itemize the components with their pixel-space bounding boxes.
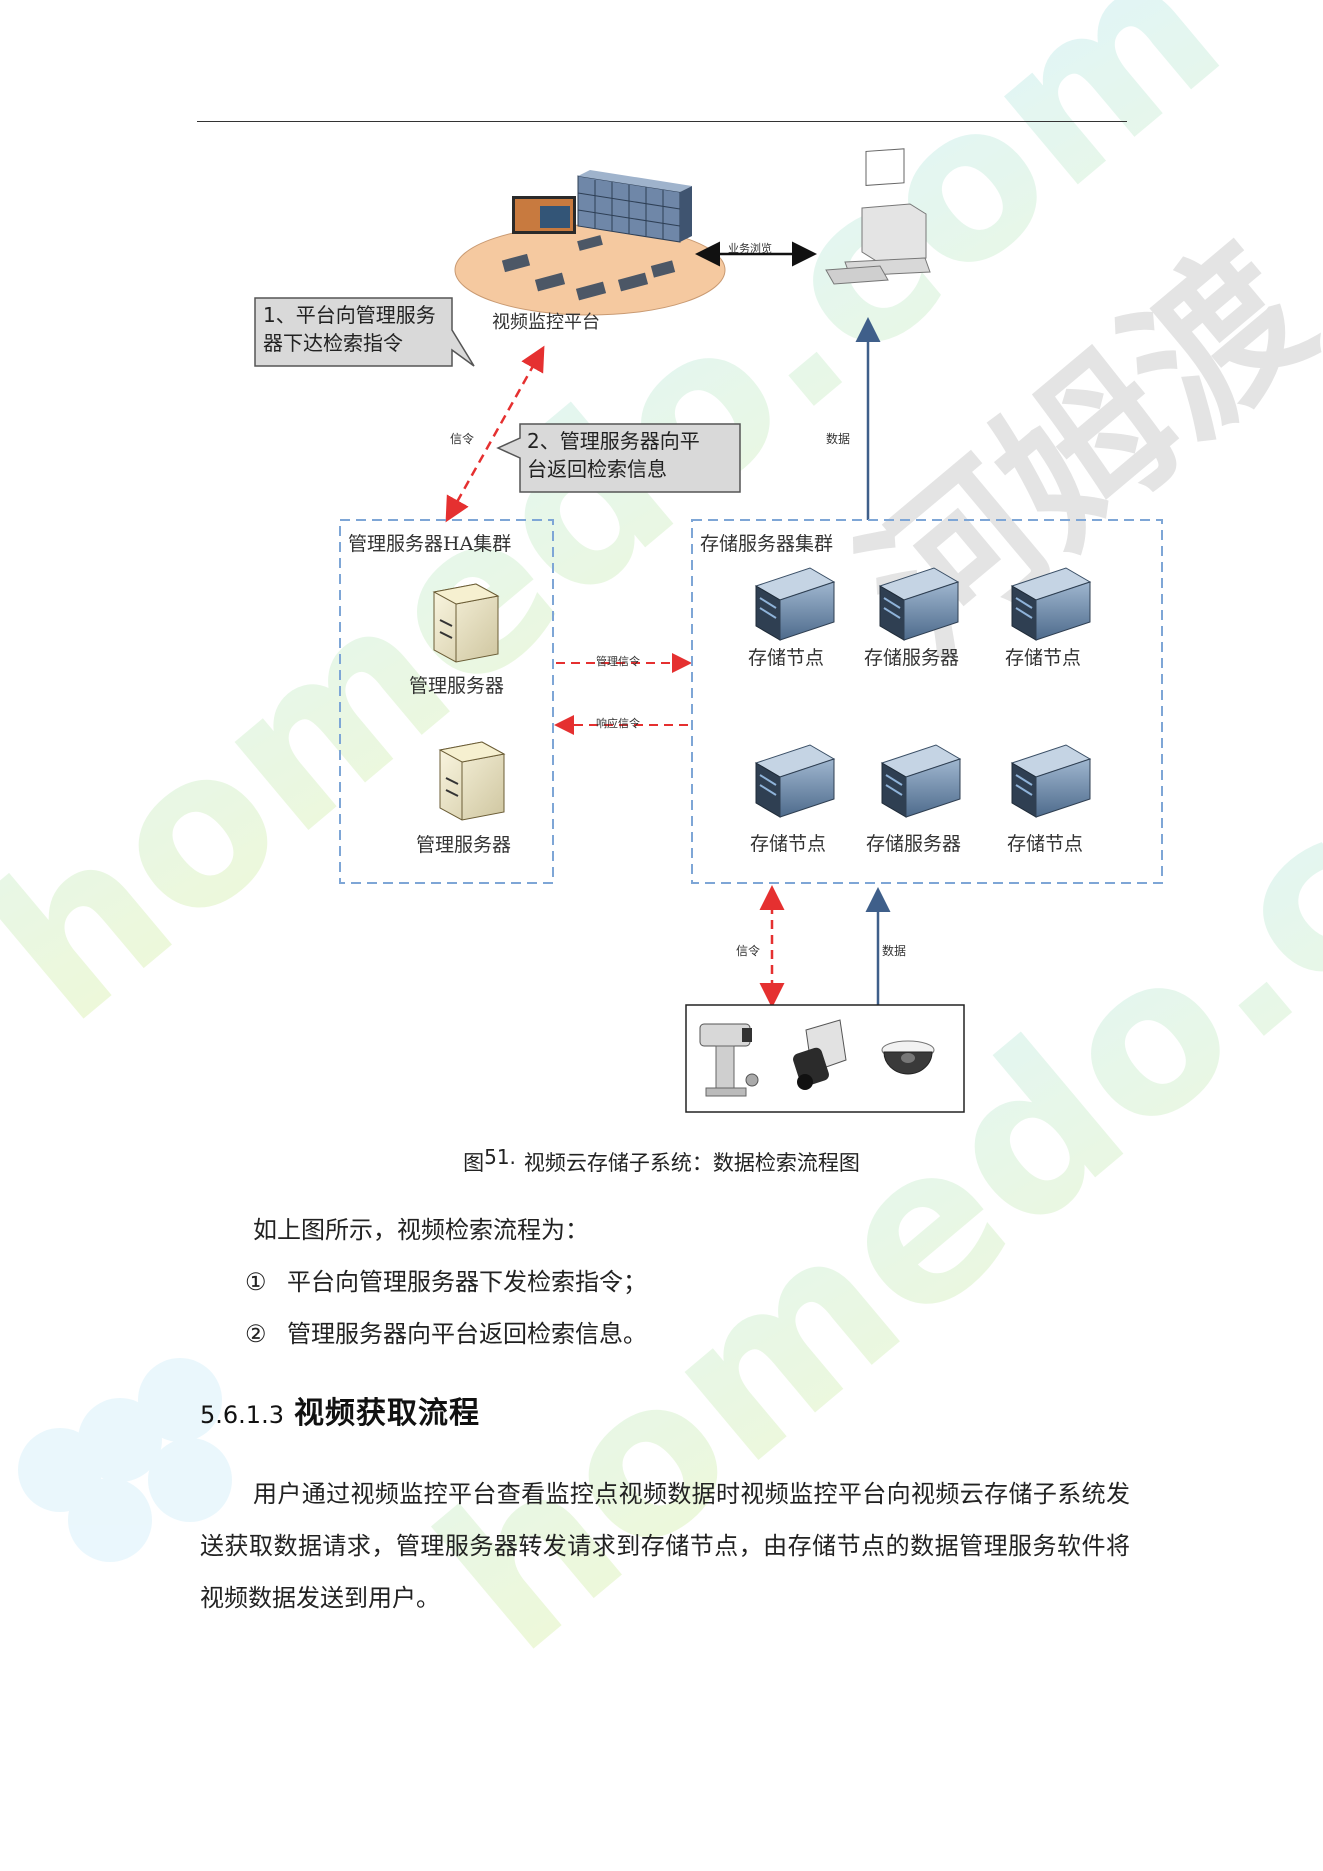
section-number: 5.6.1.3 <box>200 1401 284 1429</box>
video-platform-icon <box>454 170 726 316</box>
business-browse-label: 业务浏览 <box>728 241 772 255</box>
camera-signal-label: 信令 <box>736 943 760 958</box>
list-item: ② 管理服务器向平台返回检索信息。 <box>245 1314 647 1349</box>
list-marker: ② <box>245 1320 267 1348</box>
mgmt-server-label-1: 管理服务器 <box>409 675 504 697</box>
storage-rack-icon <box>1010 744 1092 818</box>
mgmt-server-label-2: 管理服务器 <box>416 834 511 856</box>
callout-1-line-2: 器下达检索指令 <box>263 331 403 355</box>
callout-2: 2、管理服务器向平 台返回检索信息 <box>496 423 741 493</box>
storage-label-r2-3: 存储节点 <box>1007 833 1083 855</box>
platform-signal-arrow <box>445 345 545 523</box>
list-marker: ① <box>245 1268 267 1296</box>
figure-caption: 图51. 视频云存储子系统：数据检索流程图 <box>0 1145 1323 1177</box>
video-wall-icon <box>577 170 692 243</box>
ptz-camera-icon <box>699 1023 759 1097</box>
caption-number: 51. <box>484 1145 516 1169</box>
platform-label: 视频监控平台 <box>492 312 600 333</box>
storage-label-r1-3: 存储节点 <box>1005 647 1081 669</box>
list-item-text: 平台向管理服务器下发检索指令； <box>287 1268 647 1296</box>
mgmt-signal-label: 管理信令 <box>596 654 640 668</box>
storage-rack-icon <box>754 744 836 818</box>
dome-camera-icon <box>881 1040 935 1075</box>
caption-prefix: 图 <box>463 1151 485 1175</box>
list-item: ① 平台向管理服务器下发检索指令； <box>245 1262 647 1297</box>
callout-1-line-1: 1、平台向管理服务 <box>263 303 436 327</box>
page-header-rule <box>197 121 1127 122</box>
section-title: 视频获取流程 <box>293 1396 480 1431</box>
platform-signal-label: 信令 <box>450 431 474 446</box>
callout-1: 1、平台向管理服务 器下达检索指令 <box>254 297 475 367</box>
storage-label-r1-2: 存储服务器 <box>864 647 959 669</box>
storage-label-r2-2: 存储服务器 <box>866 833 961 855</box>
list-item-text: 管理服务器向平台返回检索信息。 <box>287 1320 647 1348</box>
box-camera-icon <box>793 1019 847 1090</box>
mgmt-cluster-title: 管理服务器HA集群 <box>348 533 511 555</box>
section-heading: 5.6.1.3 视频获取流程 <box>200 1388 480 1432</box>
monitor-screen-icon <box>512 196 576 234</box>
data-retrieval-flow-diagram: 视频监控平台 业务浏览 数据 1、平台向管理服务 器下达检索指令 2、管理服务器… <box>254 148 1163 1113</box>
callout-2-line-1: 2、管理服务器向平 <box>527 429 700 453</box>
storage-cluster-title: 存储服务器集群 <box>700 533 833 555</box>
camera-data-label: 数据 <box>882 943 906 958</box>
intro-text: 如上图所示，视频检索流程为： <box>253 1216 589 1244</box>
storage-rack-icon <box>880 744 962 818</box>
mgmt-cluster-box <box>339 519 554 884</box>
server-icon <box>432 583 500 663</box>
computer-icon <box>825 148 931 285</box>
server-icon <box>438 741 506 821</box>
storage-label-r2-1: 存储节点 <box>750 833 826 855</box>
body-paragraph: 用户通过视频监控平台查看监控点视频数据时视频监控平台向视频云存储子系统发送获取数… <box>200 1480 1130 1612</box>
storage-rack-icon <box>1010 567 1092 641</box>
data-label-top: 数据 <box>826 431 850 446</box>
caption-text: 视频云存储子系统：数据检索流程图 <box>523 1151 860 1175</box>
storage-rack-icon <box>878 567 960 641</box>
response-signal-label: 响应信令 <box>596 716 640 730</box>
callout-2-line-2: 台返回检索信息 <box>527 457 667 481</box>
storage-rack-icon <box>754 567 836 641</box>
storage-label-r1-1: 存储节点 <box>748 647 824 669</box>
